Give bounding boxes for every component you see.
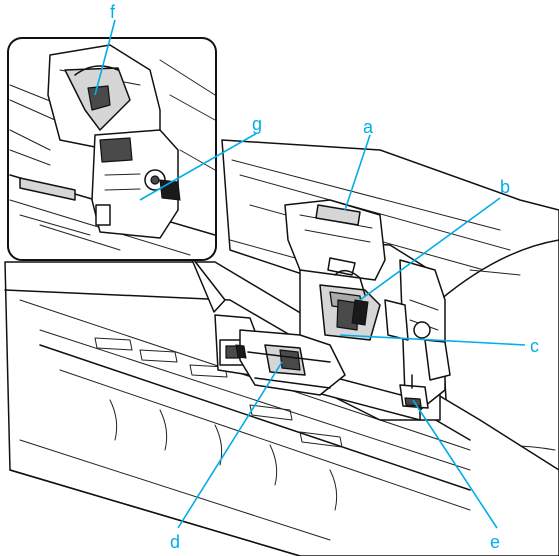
printhead-lock-lever [319,269,409,341]
leader-g [139,132,258,201]
callout-labels: a b c d e f g [110,2,539,552]
detail-carriage [91,129,181,239]
printhead-fixer-cover [235,329,346,396]
callout-label-b: b [500,177,510,197]
platen-slots [94,337,343,511]
callout-label-f: f [110,2,116,22]
callout-label-e: e [490,532,500,552]
leader-d [177,361,283,529]
leader-lines [94,19,526,529]
callout-label-c: c [530,336,539,356]
leader-c [339,334,526,346]
leader-f [94,19,116,96]
callout-label-d: d [170,532,180,552]
lever [399,374,429,409]
detail-inset [7,37,226,313]
leader-a [344,134,371,211]
leader-b [359,197,501,301]
detail-lever [64,65,131,131]
cover [284,199,386,281]
printer-body [4,139,559,556]
callout-label-a: a [363,117,374,137]
leader-e [412,399,498,529]
callout-label-g: g [252,114,262,134]
